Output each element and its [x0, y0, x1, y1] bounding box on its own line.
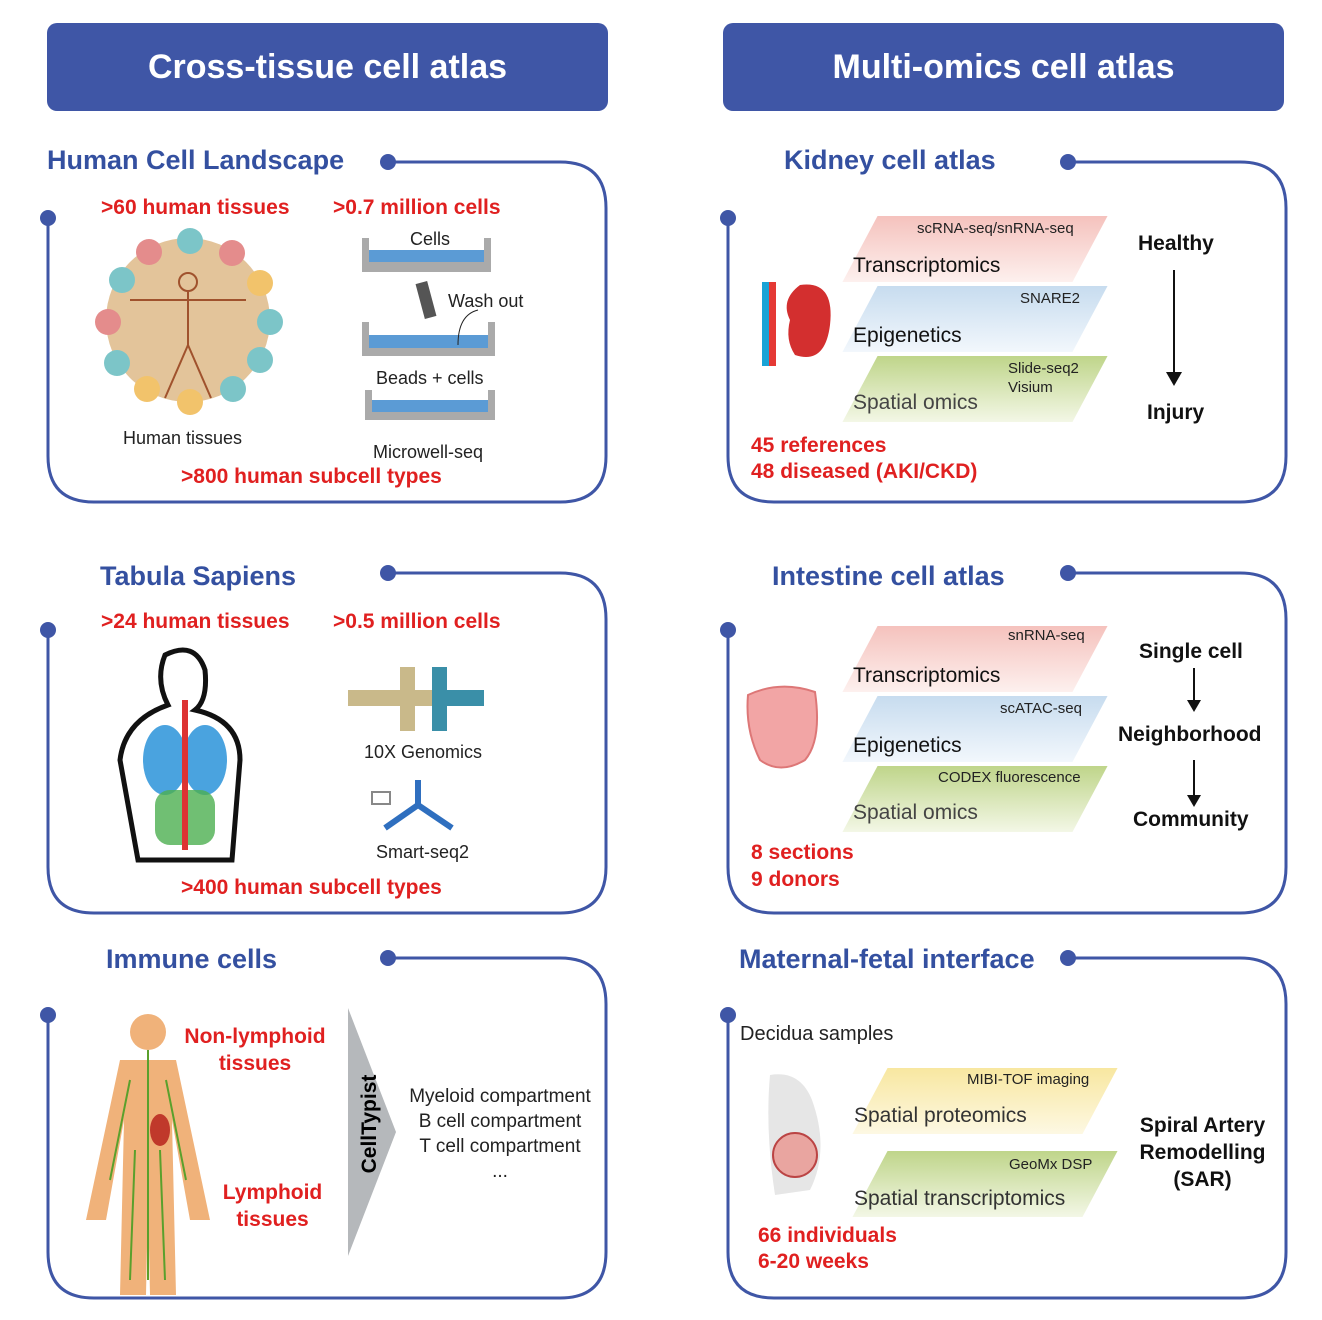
frame-mfi [726, 956, 1288, 1300]
panel-title-intestine: Intestine cell atlas [772, 561, 1005, 591]
layer-label: Spatial transcriptomics [854, 1187, 1066, 1210]
layer-label: Transcriptomics [853, 254, 1001, 277]
compartment: T cell compartment [419, 1136, 581, 1157]
panel-title-kidney: Kidney cell atlas [784, 145, 996, 175]
frame-hcl [46, 160, 608, 504]
layer-label: Spatial omics [853, 801, 978, 824]
label: Microwell-seq [373, 442, 484, 462]
compartment: B cell compartment [418, 1111, 582, 1132]
frame-intestine [726, 571, 1288, 915]
panel-title-ts: Tabula Sapiens [100, 561, 297, 591]
sar-label: Spiral Artery Remodelling (SAR) [1120, 1112, 1285, 1193]
stat: Non-lymphoid tissues [184, 1025, 326, 1075]
frame-immune [46, 956, 608, 1300]
panel-title-immune: Immune cells [106, 944, 278, 974]
label: Cells [410, 229, 451, 249]
label: Human tissues [123, 428, 243, 448]
intestine-icon [746, 685, 818, 769]
label: 10X Genomics [364, 742, 483, 762]
frame-ts [46, 571, 608, 915]
sar-line: (SAR) [1173, 1168, 1232, 1191]
stat: 66 individuals [758, 1224, 897, 1247]
frame-kidney [726, 160, 1288, 504]
kidney-icon [762, 282, 831, 366]
level-label: Neighborhood [1118, 723, 1262, 746]
stat: >60 human tissues [101, 196, 290, 219]
immune-body-illustration [86, 1014, 210, 1295]
state-label: Healthy [1138, 232, 1214, 255]
stat: 8 sections [751, 841, 854, 864]
stat: >24 human tissues [101, 610, 290, 633]
stat: >400 human subcell types [181, 876, 442, 899]
level-label: Single cell [1139, 640, 1243, 663]
samples-label: Decidua samples [740, 1023, 894, 1045]
panel-title-hcl: Human Cell Landscape [47, 145, 345, 175]
tech-label: snRNA-seq [1008, 627, 1085, 644]
vitruvian-man-illustration [95, 228, 283, 415]
layer-label: Spatial proteomics [854, 1104, 1027, 1127]
layer-label: Transcriptomics [853, 664, 1001, 687]
tech-label: scRNA-seq/snRNA-seq [917, 220, 1074, 237]
state-label: Injury [1147, 401, 1205, 424]
header-cross-tissue: Cross-tissue cell atlas [47, 23, 608, 111]
stat: 6-20 weeks [758, 1250, 869, 1273]
stat: 45 references [751, 434, 887, 457]
stat: Lymphoid tissues [222, 1181, 323, 1231]
layer-label: Spatial omics [853, 391, 978, 414]
stat: >0.7 million cells [333, 196, 501, 219]
panel-title-mfi: Maternal-fetal interface [739, 944, 1035, 974]
tech-label: scATAC-seq [1000, 700, 1082, 717]
tech-label: GeoMx DSP [1009, 1156, 1093, 1173]
tech-label: SNARE2 [1020, 290, 1081, 307]
microwell-illustration [362, 238, 495, 420]
compartment-list: Myeloid compartment B cell compartment T… [400, 1084, 600, 1184]
stat: >0.5 million cells [333, 610, 501, 633]
sar-line: Remodelling [1139, 1141, 1266, 1164]
stat: >800 human subcell types [181, 465, 442, 488]
compartment: Myeloid compartment [409, 1086, 591, 1107]
label: Smart-seq2 [376, 842, 470, 862]
smartseq-illustration [371, 780, 454, 831]
human-body-organs-illustration [117, 647, 243, 863]
stat: 48 diseased (AKI/CKD) [751, 460, 978, 483]
celltypist-arrow [348, 1008, 396, 1256]
compartment: ... [492, 1161, 508, 1182]
stat: 9 donors [751, 868, 840, 891]
layer-label: Epigenetics [853, 734, 962, 757]
tech-label: MIBI-TOF imaging [967, 1071, 1090, 1088]
layer-label: Epigenetics [853, 324, 962, 347]
level-label: Community [1133, 808, 1249, 831]
pregnancy-icon [768, 1074, 821, 1195]
label: Beads + cells [376, 368, 484, 388]
label: Wash out [448, 291, 524, 311]
tech-label: Visium [1008, 379, 1053, 396]
tech-label: CODEX fluorescence [938, 769, 1081, 786]
sar-line: Spiral Artery [1139, 1114, 1266, 1137]
10x-chip-illustration [348, 667, 484, 731]
header-multi-omics: Multi-omics cell atlas [723, 23, 1284, 111]
tech-label: Slide-seq2 [1008, 360, 1079, 377]
celltypist-label: CellTypist [358, 1074, 381, 1174]
